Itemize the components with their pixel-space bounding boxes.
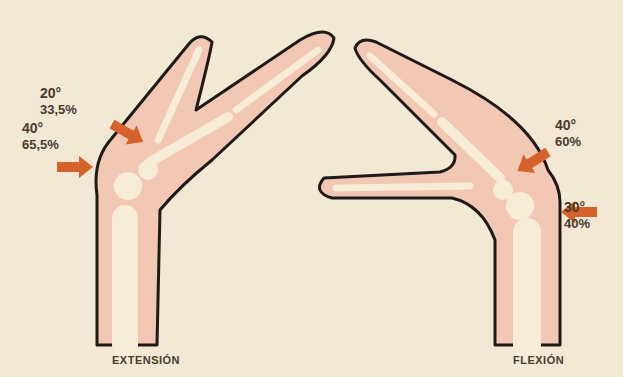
hand-outline (320, 40, 561, 345)
pointer-arrow (57, 156, 93, 178)
radius-bone (513, 232, 541, 345)
pointer-arrow (107, 114, 149, 151)
hand-bones (336, 56, 527, 345)
angle-label: 40° (555, 118, 576, 132)
pointer-arrow (512, 143, 554, 181)
percent-label: 40% (564, 217, 590, 230)
hand-bones (125, 50, 318, 345)
carpal-bone (138, 160, 158, 180)
carpal-bone (493, 180, 513, 200)
view-title: FLEXIÓN (513, 355, 564, 366)
phalanx-bone (236, 50, 318, 110)
carpal-bone (114, 172, 142, 200)
arrows (57, 114, 597, 223)
view-title: EXTENSIÓN (112, 355, 180, 366)
percent-label: 33,5% (40, 103, 77, 116)
percent-label: 60% (555, 135, 581, 148)
phalanx-bone (370, 56, 434, 114)
thumb-bone (158, 50, 199, 140)
radius-bone (112, 218, 138, 345)
flexion-hand (320, 40, 561, 345)
percent-label: 65,5% (22, 138, 59, 151)
angle-label: 30° (564, 200, 585, 214)
thumb-bone (336, 186, 470, 188)
hand-outline (96, 32, 334, 345)
angle-label: 40° (22, 121, 43, 135)
metacarpal-bone (442, 122, 500, 178)
extension-hand (96, 32, 334, 345)
angle-label: 20° (40, 86, 61, 100)
